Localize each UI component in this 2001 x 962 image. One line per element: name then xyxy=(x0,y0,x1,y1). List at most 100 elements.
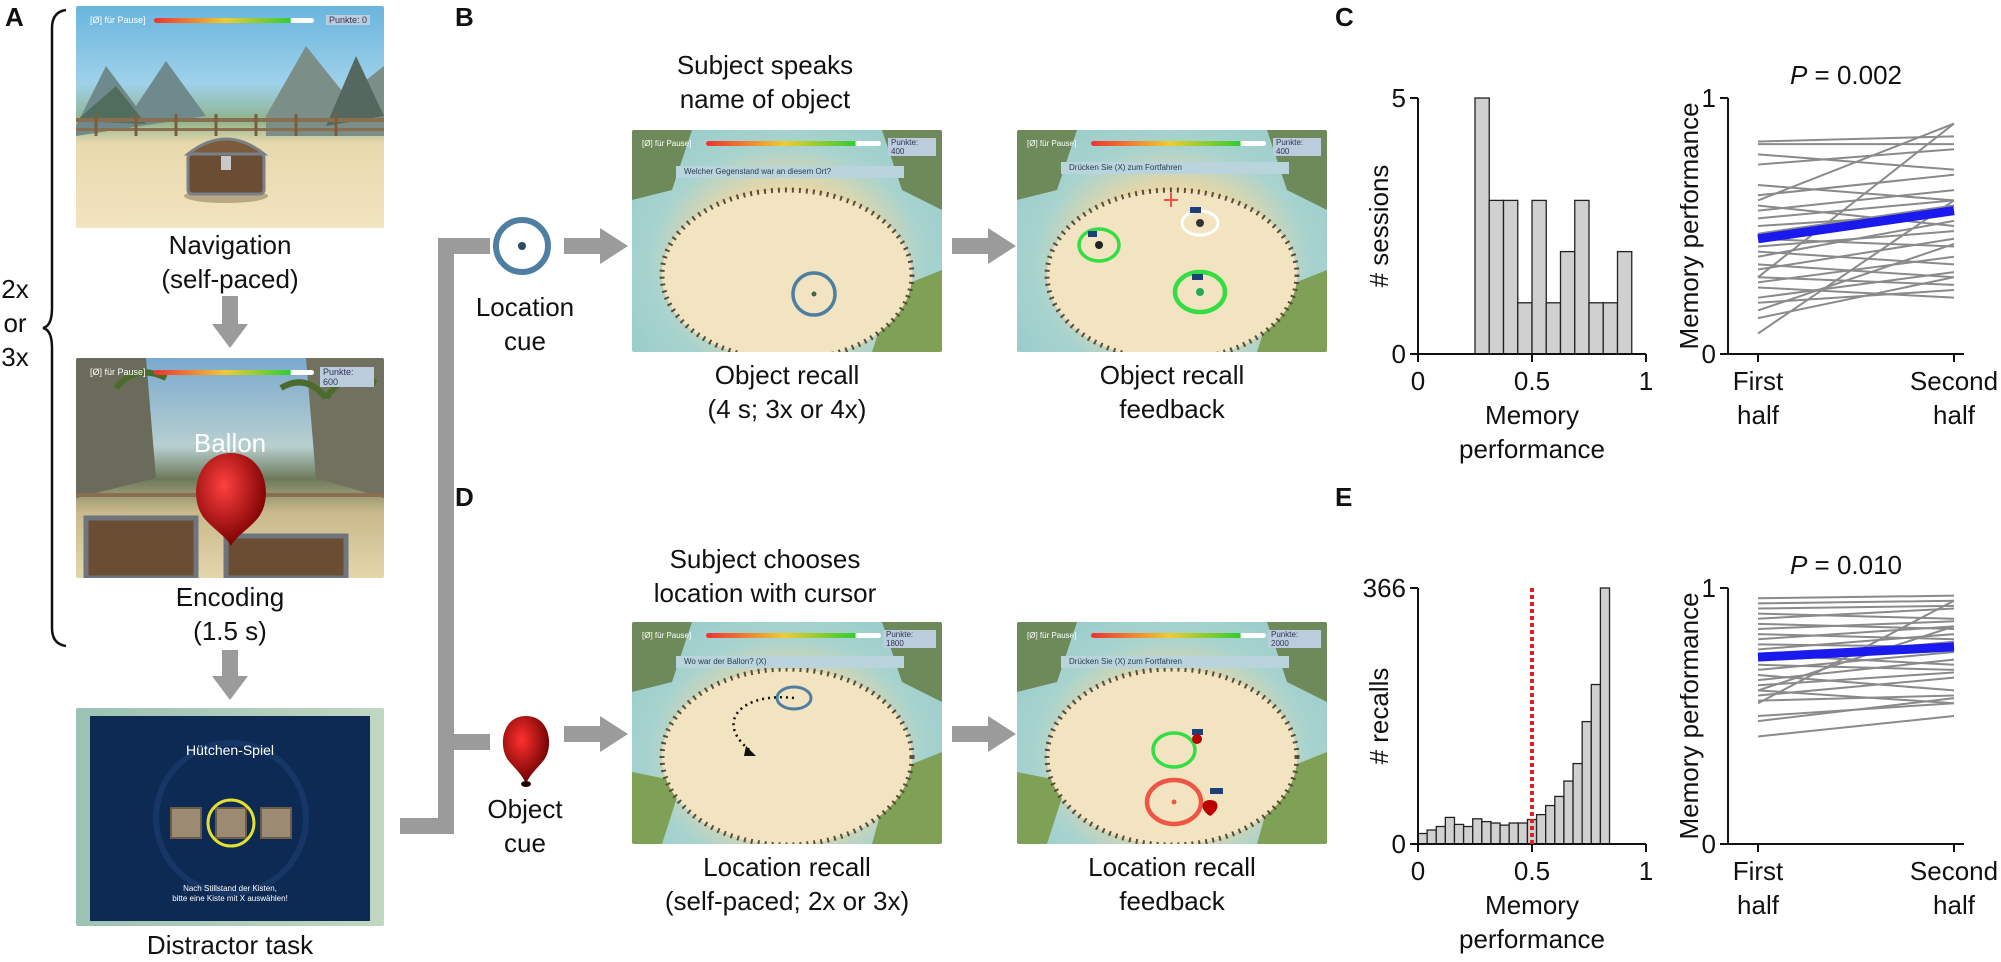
encoding-caption: Encoding (1.5 s) xyxy=(175,582,285,646)
x-axis-label-line1: Memory xyxy=(1485,400,1579,430)
object-recall-caption: Object recall (4 s; 3x or 4x) xyxy=(707,360,867,424)
subject-line xyxy=(1757,276,1955,320)
y-tick-label: 0 xyxy=(1392,339,1406,369)
histogram-bar xyxy=(1599,587,1611,845)
location-feedback-caption: Location recall feedback xyxy=(1088,852,1256,916)
histogram-bar xyxy=(1581,720,1592,845)
subject-line xyxy=(1757,204,1955,235)
box-right-icon xyxy=(260,807,292,839)
chart-title: P = 0.002 xyxy=(1790,60,1902,90)
subject-line xyxy=(1757,697,1955,723)
subject-line xyxy=(1757,122,1955,278)
location-cue-icon xyxy=(493,217,551,275)
panel-letter-d: D xyxy=(455,482,474,512)
subject-line xyxy=(1757,199,1955,220)
subject-line xyxy=(1757,237,1955,248)
location-feedback-screenshot: [Ø] für Pause] Punkte: 2000 Drücken Sie … xyxy=(1017,622,1327,844)
histogram-bar xyxy=(1574,199,1590,355)
x-tick-label-line1: First xyxy=(1733,366,1784,396)
repeat-brace xyxy=(42,8,67,648)
object-recall-screenshot: [Ø] für Pause] Punkte: 400 Welcher Gegen… xyxy=(632,130,942,352)
subject-line xyxy=(1757,173,1955,197)
histogram-bar xyxy=(1490,822,1501,845)
histogram-bar xyxy=(1444,816,1456,845)
histogram-bar xyxy=(1435,825,1447,845)
x-tick-label: 0.5 xyxy=(1514,856,1550,886)
histogram-bar xyxy=(1462,825,1474,845)
x-axis-label-line1: Memory xyxy=(1485,890,1579,920)
histogram-bar xyxy=(1508,822,1519,845)
subject-line xyxy=(1757,676,1955,697)
histogram-bar xyxy=(1453,823,1465,845)
object-feedback-caption: Object recall feedback xyxy=(1099,360,1245,424)
arrow-right-b2 xyxy=(952,228,1016,264)
x-tick-label-line2: half xyxy=(1933,890,1976,920)
arrow-right-d2 xyxy=(952,716,1016,752)
subject-line xyxy=(1757,148,1955,166)
histogram-bar xyxy=(1590,683,1602,845)
panel-letter-e: E xyxy=(1335,482,1353,512)
subject-line xyxy=(1757,658,1955,682)
treasure-chest-icon xyxy=(183,137,269,203)
histogram-bar xyxy=(1572,762,1583,845)
x-tick-label-line1: Second xyxy=(1910,366,1998,396)
subject-line xyxy=(1757,651,1955,671)
chart-title: P = 0.010 xyxy=(1790,550,1902,580)
subject-line xyxy=(1757,625,1955,641)
histogram-bar xyxy=(1417,832,1428,845)
histogram-bar xyxy=(1588,302,1604,355)
histogram-bar xyxy=(1481,820,1492,845)
subject-line xyxy=(1757,715,1955,738)
navigation-caption: Navigation (self-paced) xyxy=(161,230,299,294)
location-recall-screenshot: [Ø] für Pause] Punkte: 1800 Wo war der B… xyxy=(632,622,942,844)
histogram-bar xyxy=(1545,302,1562,355)
location-cue-caption: Location cue xyxy=(475,292,575,356)
progress-bar xyxy=(1091,141,1266,146)
progress-bar xyxy=(1091,633,1266,638)
y-tick-label: 5 xyxy=(1392,83,1406,113)
histogram-bar xyxy=(1488,199,1505,355)
object-recall-prompt: Welcher Gegenstand war an diesem Ort? xyxy=(676,166,904,178)
y-tick-label: 0 xyxy=(1702,339,1716,369)
histogram-bar xyxy=(1517,822,1529,845)
encoding-hud: [Ø] für Pause] Punkte: 600 xyxy=(86,366,374,387)
x-tick-label: 1 xyxy=(1639,366,1653,396)
location-recall-caption: Location recall (self-paced; 2x or 3x) xyxy=(664,852,910,916)
y-axis-label: Memory performance xyxy=(1680,592,1704,839)
x-axis-label-line2: performance xyxy=(1459,434,1605,464)
x-axis-label-line2: performance xyxy=(1459,924,1605,954)
box-middle-icon xyxy=(215,807,247,839)
subject-line xyxy=(1757,242,1955,312)
subject-line xyxy=(1757,199,1955,335)
y-tick-label: 1 xyxy=(1702,573,1716,603)
histogram-bar xyxy=(1559,250,1576,355)
y-tick-label: 0 xyxy=(1392,829,1406,859)
subject-line xyxy=(1757,694,1955,702)
box-left-icon xyxy=(170,807,202,839)
histogram-bar xyxy=(1535,813,1547,845)
location-recall-prompt: Wo war der Ballon? (X) xyxy=(676,656,904,668)
distractor-caption: Distractor task xyxy=(146,930,314,960)
distractor-screenshot: Hütchen-Spiel Nach Stillstand der Kisten… xyxy=(76,708,384,926)
subject-line xyxy=(1757,599,1955,605)
navigation-hud: [Ø] für Pause] Punkte: 0 xyxy=(86,14,374,28)
y-axis-label: # recalls xyxy=(1364,668,1394,765)
speaks-caption: Subject speaks name of object xyxy=(676,50,854,114)
y-tick-label: 1 xyxy=(1702,83,1716,113)
subject-line xyxy=(1757,122,1955,202)
subject-line xyxy=(1757,286,1955,299)
subject-line xyxy=(1757,289,1955,304)
y-tick-label: 366 xyxy=(1363,573,1406,603)
histogram-bar xyxy=(1563,780,1574,845)
x-tick-label: 0 xyxy=(1411,366,1425,396)
progress-bar xyxy=(154,18,314,23)
x-tick-label-line1: Second xyxy=(1910,856,1998,886)
selection-ring xyxy=(206,798,256,848)
x-tick-label: 0.5 xyxy=(1514,366,1550,396)
location-recall-hud: [Ø] für Pause] Punkte: 1800 xyxy=(638,630,936,648)
arrow-down-2 xyxy=(212,650,248,700)
repeat-count-label: 2x or 3x xyxy=(1,274,29,372)
